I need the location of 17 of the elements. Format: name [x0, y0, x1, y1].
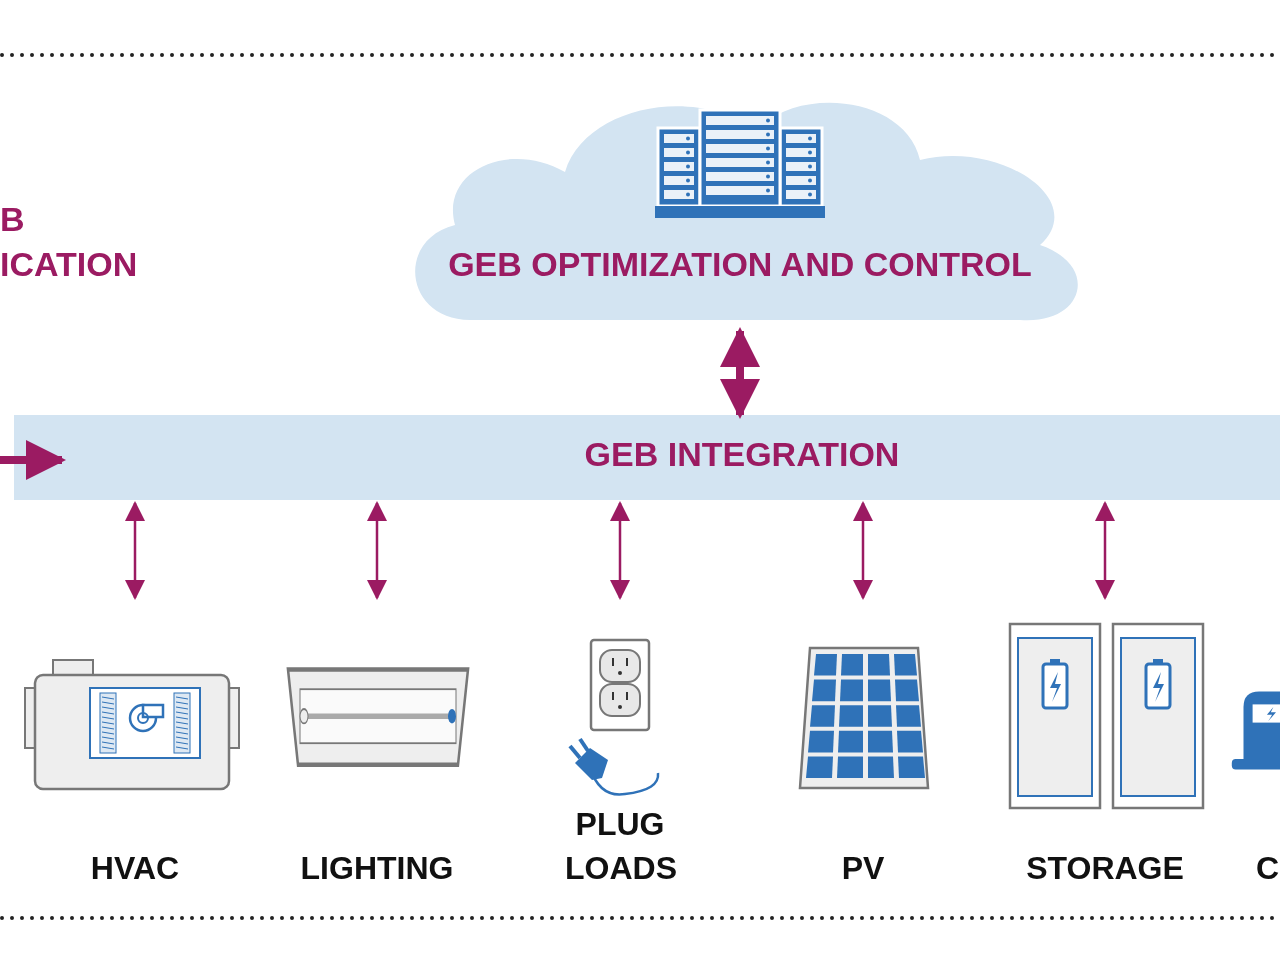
double-arrow [720, 327, 760, 419]
double-arrow [1095, 501, 1115, 600]
arrow [0, 440, 66, 480]
heading-text: B [0, 200, 25, 239]
device-label: PLUG LOADS [565, 805, 675, 888]
double-arrow [125, 501, 145, 600]
heading-text: ICATION [0, 245, 138, 284]
band-title: GEB INTEGRATION [583, 435, 901, 474]
device-label: HVAC [89, 849, 181, 888]
cloud-title: GEB OPTIMIZATION AND CONTROL [447, 245, 1033, 284]
double-arrow [853, 501, 873, 600]
double-arrow [367, 501, 387, 600]
device-label: LIGHTING [299, 849, 455, 888]
device-label: PV [840, 849, 886, 888]
device-label: C [1256, 849, 1280, 888]
double-arrow [610, 501, 630, 600]
device-label: STORAGE [1025, 849, 1185, 888]
